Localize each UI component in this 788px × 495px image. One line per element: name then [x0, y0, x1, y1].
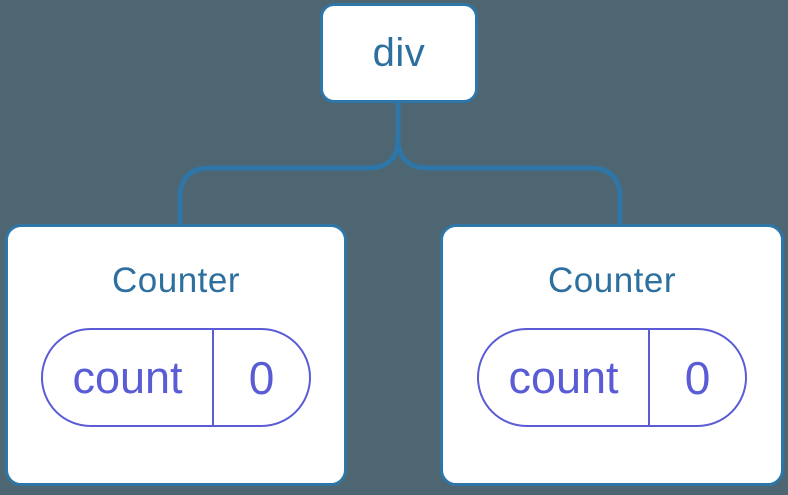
- root-node-label: div: [372, 30, 426, 75]
- state-key: count: [479, 330, 650, 425]
- connector-branch-right: [395, 137, 623, 225]
- root-node: div: [320, 3, 478, 103]
- state-pill: count 0: [41, 328, 311, 427]
- counter-title: Counter: [111, 261, 241, 300]
- counter-node-left: Counter count 0: [5, 224, 347, 486]
- counter-title: Counter: [547, 261, 677, 300]
- connector-branch-left: [177, 100, 401, 225]
- state-value: 0: [684, 351, 711, 404]
- state-pill: count 0: [477, 328, 747, 427]
- state-value: 0: [248, 351, 275, 404]
- state-key: count: [43, 330, 214, 425]
- counter-node-right: Counter count 0: [440, 224, 784, 486]
